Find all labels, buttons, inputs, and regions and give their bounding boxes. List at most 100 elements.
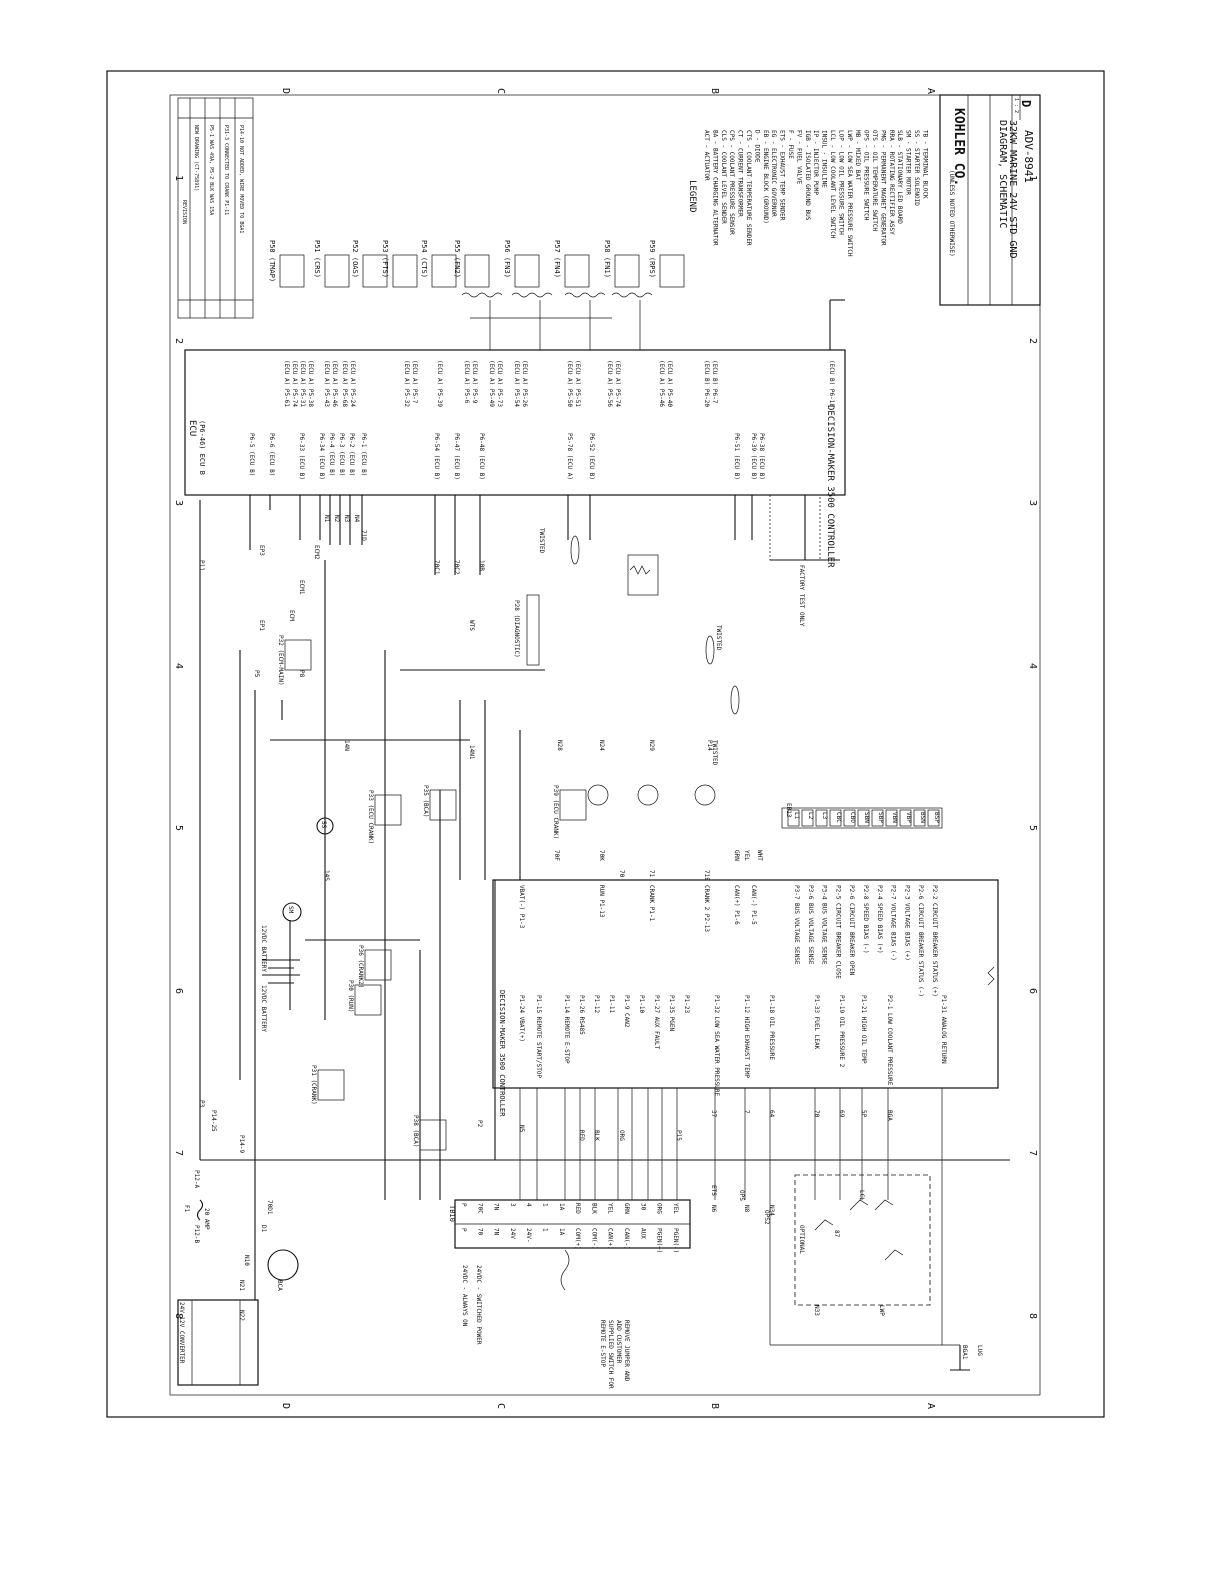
tb10-wire: ORG <box>656 1203 663 1214</box>
relay-body <box>374 794 402 826</box>
tb10-terminal: COM(-) <box>590 1228 597 1250</box>
legend-item: F - FUSE <box>787 130 794 159</box>
p29-terminator <box>627 554 659 596</box>
controller-io: P1-18 OIL PRESSURE <box>768 995 775 1060</box>
legend-item: LCL - LOW COOLANT LEVEL SWITCH <box>829 130 836 239</box>
wire-label: BGA <box>886 1110 893 1121</box>
eb13-terminal-label: L1 <box>793 812 800 820</box>
wire-label: BLK <box>593 1130 600 1141</box>
zone-number: 5 <box>1027 825 1038 831</box>
wire-label: ECM2 <box>313 545 320 560</box>
wire-label: EP1 <box>258 620 265 631</box>
zone-letter: D <box>280 1403 291 1409</box>
twisted-label: TWISTED <box>715 625 722 651</box>
legend-item: CTS - COOLANT TEMPERATURE SENDER <box>745 130 752 246</box>
wire-label: N1 <box>323 515 330 523</box>
ecu-a-pin: (ECU A) P5-50 <box>566 360 573 407</box>
wire-label: 87 <box>833 1230 840 1238</box>
connector-label: P52 (OAS) <box>351 240 359 278</box>
legend-item: TB - TERMINAL BLOCK <box>921 130 928 199</box>
relay-body <box>559 789 587 821</box>
drawing-size: D <box>1019 100 1033 107</box>
eb13-terminal-label: VBN <box>891 812 898 823</box>
legend-item: CT - CURRENT TRANSFORMER <box>737 130 744 217</box>
sheet-number: 1 : 2 <box>1013 98 1019 113</box>
controller-sense: P3-4 BUS VOLTAGE SENSE <box>821 885 828 965</box>
legend-item: IP - INJECTOR PUMP <box>812 130 819 195</box>
power-note: 24VDC - SWITCHED POWER <box>475 1265 482 1345</box>
wire-label: N8 <box>743 1205 750 1213</box>
controller-sense: P2-6 CIRCUIT BREAKER OPEN <box>848 885 855 976</box>
relay-body <box>284 639 312 671</box>
fuse-rating: 20 AMP <box>203 1208 210 1230</box>
legend-item: MB - MIXED BAT <box>854 130 861 181</box>
tb10-wire: RED <box>574 1203 581 1214</box>
power-note: 24VDC - ALWAYS ON <box>461 1265 468 1327</box>
controller-input: RUN P1-13 <box>598 885 605 918</box>
wire-label: N33 <box>813 1305 820 1316</box>
ecu-b-pin: P6-6 (ECU B) <box>268 433 275 476</box>
wire-label: 14N <box>343 740 350 751</box>
ecu-a-pin: (ECU A) P5-68 <box>341 360 348 407</box>
connector-label: P56 (FN3) <box>503 240 511 278</box>
connector-label: P53 (FTS) <box>381 240 389 278</box>
controller-io: P1-12 HIGH EXHAUST TEMP <box>743 995 750 1078</box>
connector-body <box>324 254 350 288</box>
drawing-title: DIAGRAM, SCHEMATIC <box>997 120 1008 228</box>
wire-label: N34 <box>768 1205 775 1216</box>
ecu-a-pin: (ECU A) P5-46 <box>658 360 665 407</box>
jumper-text: REMOVE JUMPER AND ADD CUSTOMER SUPPLIED … <box>599 1320 630 1389</box>
ecu-b-pin: P6-54 (ECU B) <box>433 433 440 480</box>
company-logo: KOHLER CO. <box>951 108 966 186</box>
twisted-markers: TWISTED TWISTED TWISTED <box>538 528 740 766</box>
tb10-terminal: 7N <box>493 1228 500 1236</box>
legend-item: OPS - OIL PRESSURE SWITCH <box>863 130 870 221</box>
p28-connector: P28 (DIAGNOSTIC) <box>513 594 540 666</box>
wire-label: 71E <box>703 870 710 881</box>
wire-label: WTS <box>468 620 475 631</box>
sm-label: SM <box>287 906 294 914</box>
relay-label: P39 (ECU CRANK) <box>552 785 559 839</box>
eb13-terminal <box>787 809 800 827</box>
battery-label: 12VDC BATTERY <box>260 925 267 972</box>
controller-sense: P2-4 SPEED BIAS (+) <box>876 885 883 954</box>
zone-number: 1 <box>1027 175 1038 181</box>
eb13-terminal <box>801 809 814 827</box>
legend-item: EB - ENGINE BLOCK (GROUND) <box>762 130 769 224</box>
eb13-terminal <box>857 809 870 827</box>
zone-numbers-left: 1 2 3 4 5 6 7 8 <box>173 175 184 1319</box>
controller-io: P1-15 REMOTE START/STOP <box>535 995 542 1078</box>
ecu-a-pin: (ECU A) P5-31 <box>299 360 306 407</box>
optional-label: OPTIONAL <box>798 1225 805 1254</box>
controller-3500: DECISION-MAKER 3500 CONTROLLER VBAT(-) P… <box>492 879 999 1117</box>
ecu-module: ECU (P6-46) ECU B DECISION-MAKER 3500 CO… <box>184 349 846 568</box>
relay-body <box>354 984 382 1016</box>
controller-io: P1-35 PGEN <box>668 995 675 1032</box>
starter-motor-icon <box>282 902 302 922</box>
wire-label: P12-B <box>193 1225 200 1243</box>
wire-label: GRN <box>733 850 740 861</box>
revision-row: P5-1 WAS 49A, P5-2 BLK WAS 15A <box>208 125 214 215</box>
controller-io: P1-10 <box>638 995 645 1013</box>
factory-test: FACTORY TEST ONLY <box>769 494 821 627</box>
wire-label: ETS <box>710 1185 717 1196</box>
wire-label: 70 <box>618 870 625 878</box>
wire-label: N4 <box>353 515 360 523</box>
wire-label: P8 <box>298 670 305 678</box>
title-block: KOHLER CO. DIAGRAM, SCHEMATIC 32KW MARIN… <box>939 94 1041 306</box>
p28-label: P28 (DIAGNOSTIC) <box>513 600 520 658</box>
ecu-b-pin: P6-48 (ECU B) <box>478 433 485 480</box>
eb13-terminal-label: CBC <box>835 812 842 823</box>
zone-number: 8 <box>1027 1313 1038 1319</box>
tb10-label: TB10 <box>448 1205 456 1222</box>
legend-item: SS - STARTER SOLENOID <box>913 130 920 206</box>
wire-label: ECM <box>288 610 295 621</box>
tb10-terminal: CAN(+) <box>607 1228 614 1250</box>
ecu-a-pin: (ECU A) P5-74 <box>291 360 298 407</box>
wire-label: OPS <box>738 1190 745 1201</box>
eb13-terminal-label: BSP <box>933 812 940 823</box>
wire-label: P2 <box>476 1120 483 1128</box>
ground-lug: BGA1 LUG <box>950 1345 983 1371</box>
wire-label: EP3 <box>258 545 265 556</box>
